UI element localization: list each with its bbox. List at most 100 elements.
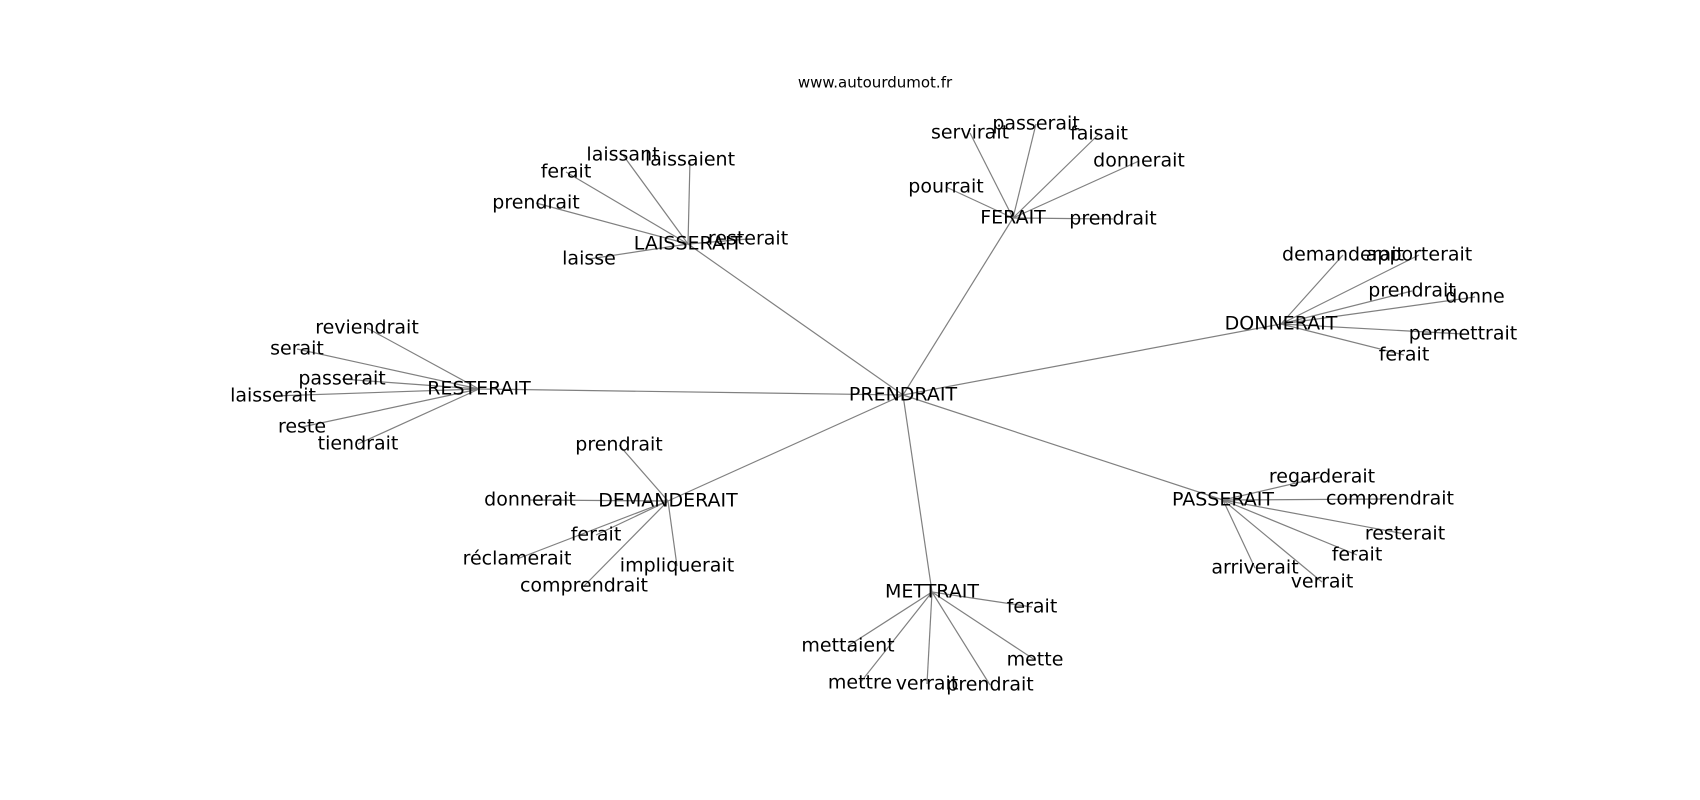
edge-hub-to-leaf bbox=[1222, 476, 1323, 501]
leaf-word-node[interactable]: resterait bbox=[708, 228, 788, 250]
edge-hub-to-leaf bbox=[583, 500, 669, 587]
edge-hub-to-leaf bbox=[931, 591, 991, 686]
edge-hub-to-leaf bbox=[847, 591, 933, 647]
edge-hub-to-leaf bbox=[301, 388, 480, 428]
edge-hub-to-leaf bbox=[926, 591, 933, 685]
leaf-word-node[interactable]: donnerait bbox=[1093, 150, 1185, 172]
edge-hub-to-leaf bbox=[516, 500, 669, 560]
leaf-word-node[interactable]: ferait bbox=[1379, 344, 1430, 366]
leaf-word-node[interactable]: prendrait bbox=[946, 674, 1033, 696]
edge-hub-to-leaf bbox=[931, 591, 1033, 608]
edge-center-to-hub bbox=[667, 394, 904, 502]
edge-hub-to-leaf bbox=[296, 348, 480, 390]
edge-hub-to-leaf bbox=[357, 388, 480, 445]
edge-hub-to-leaf bbox=[1012, 123, 1037, 219]
edge-hub-to-leaf bbox=[931, 591, 1036, 661]
edge-center-to-hub bbox=[902, 394, 933, 593]
edge-center-to-hub bbox=[902, 394, 1224, 501]
leaf-word-node[interactable]: réclamerait bbox=[463, 548, 572, 570]
edge-hub-to-leaf bbox=[1280, 290, 1413, 325]
leaf-word-node[interactable]: impliquerait bbox=[620, 555, 734, 577]
leaf-word-node[interactable]: passerait bbox=[992, 113, 1079, 135]
graph-edges bbox=[272, 123, 1476, 686]
edge-center-to-hub bbox=[478, 388, 904, 396]
edge-hub-to-leaf bbox=[366, 327, 480, 390]
edge-hub-to-leaf bbox=[1012, 217, 1114, 220]
leaf-word-node[interactable]: ferait bbox=[541, 161, 592, 183]
edge-hub-to-leaf bbox=[1280, 296, 1476, 325]
leaf-word-node[interactable]: arriverait bbox=[1211, 557, 1298, 579]
leaf-word-node[interactable]: ferait bbox=[1007, 596, 1058, 618]
leaf-word-node[interactable]: servirait bbox=[931, 122, 1009, 144]
leaf-word-node[interactable]: faisait bbox=[1070, 123, 1128, 145]
edge-hub-to-leaf bbox=[1222, 499, 1256, 569]
leaf-word-node[interactable]: passerait bbox=[298, 368, 385, 390]
leaf-word-node[interactable]: apporterait bbox=[1366, 244, 1473, 266]
edge-hub-to-leaf bbox=[945, 186, 1014, 219]
edge-hub-to-leaf bbox=[859, 591, 933, 684]
hub-word-node[interactable]: DONNERAIT bbox=[1225, 313, 1338, 335]
edge-hub-to-leaf bbox=[1012, 133, 1100, 219]
leaf-word-node[interactable]: reviendrait bbox=[315, 317, 419, 339]
edge-hub-to-leaf bbox=[1222, 498, 1391, 501]
leaf-word-node[interactable]: verrait bbox=[1291, 571, 1354, 593]
edge-hub-to-leaf bbox=[1222, 499, 1323, 583]
edge-hub-to-leaf bbox=[687, 238, 749, 245]
edge-hub-to-leaf bbox=[687, 159, 691, 245]
edge-hub-to-leaf bbox=[1222, 499, 1406, 535]
leaf-word-node[interactable]: comprendrait bbox=[1326, 488, 1454, 510]
edge-hub-to-leaf bbox=[535, 202, 689, 245]
hub-word-node[interactable]: LAISSERAIT bbox=[634, 233, 743, 255]
leaf-word-node[interactable]: prendrait bbox=[1368, 280, 1455, 302]
edge-center-to-hub bbox=[687, 243, 904, 396]
leaf-word-node[interactable]: mette bbox=[1007, 649, 1064, 671]
leaf-word-node[interactable]: regarderait bbox=[1269, 466, 1375, 488]
edge-hub-to-leaf bbox=[529, 499, 669, 502]
leaf-word-node[interactable]: laissaient bbox=[645, 149, 735, 171]
leaf-word-node[interactable]: donne bbox=[1445, 286, 1504, 308]
edge-center-to-hub bbox=[902, 217, 1014, 396]
edge-hub-to-leaf bbox=[588, 243, 689, 260]
hub-word-node[interactable]: METTRAIT bbox=[885, 581, 979, 603]
leaf-word-node[interactable]: prendrait bbox=[575, 434, 662, 456]
edge-hub-to-leaf bbox=[667, 500, 678, 567]
leaf-word-node[interactable]: mettre bbox=[828, 672, 892, 694]
leaf-word-node[interactable]: ferait bbox=[571, 524, 622, 546]
leaf-word-node[interactable]: verrait bbox=[896, 673, 959, 695]
edge-hub-to-leaf bbox=[341, 378, 480, 390]
leaf-word-node[interactable]: prendrait bbox=[1069, 208, 1156, 230]
edge-hub-to-leaf bbox=[595, 500, 669, 536]
edge-hub-to-leaf bbox=[1222, 499, 1358, 556]
leaf-word-node[interactable]: serait bbox=[270, 338, 324, 360]
leaf-word-node[interactable]: prendrait bbox=[492, 192, 579, 214]
hub-word-node[interactable]: FERAIT bbox=[980, 207, 1046, 229]
leaf-word-node[interactable]: reste bbox=[278, 416, 326, 438]
leaf-word-node[interactable]: ferait bbox=[1332, 544, 1383, 566]
leaf-word-node[interactable]: mettaient bbox=[801, 635, 894, 657]
hub-word-node[interactable]: DEMANDERAIT bbox=[598, 490, 738, 512]
leaf-word-node[interactable]: laisse bbox=[562, 248, 616, 270]
leaf-word-node[interactable]: permettrait bbox=[1409, 323, 1518, 345]
leaf-word-node[interactable]: demanderait bbox=[1282, 244, 1404, 266]
leaf-word-node[interactable]: resterait bbox=[1365, 523, 1445, 545]
center-word-node[interactable]: PRENDRAIT bbox=[849, 384, 958, 406]
leaf-word-node[interactable]: laissant bbox=[586, 144, 659, 166]
leaf-word-node[interactable]: tiendrait bbox=[318, 433, 399, 455]
hub-word-node[interactable]: PASSERAIT bbox=[1172, 489, 1274, 511]
site-url: www.autourdumot.fr bbox=[798, 74, 953, 92]
hub-word-node[interactable]: RESTERAIT bbox=[427, 378, 531, 400]
edge-hub-to-leaf bbox=[969, 132, 1014, 219]
edge-center-to-hub bbox=[902, 323, 1282, 396]
edge-hub-to-leaf bbox=[1280, 254, 1344, 325]
leaf-word-node[interactable]: pourrait bbox=[908, 176, 983, 198]
edge-hub-to-leaf bbox=[272, 388, 480, 397]
leaf-word-node[interactable]: laisserait bbox=[230, 385, 316, 407]
edge-hub-to-leaf bbox=[1280, 323, 1464, 335]
edge-hub-to-leaf bbox=[622, 154, 689, 245]
edge-hub-to-leaf bbox=[1280, 254, 1420, 325]
edge-hub-to-leaf bbox=[1280, 323, 1405, 356]
leaf-word-node[interactable]: donnerait bbox=[484, 489, 576, 511]
leaf-word-node[interactable]: comprendrait bbox=[520, 575, 648, 597]
